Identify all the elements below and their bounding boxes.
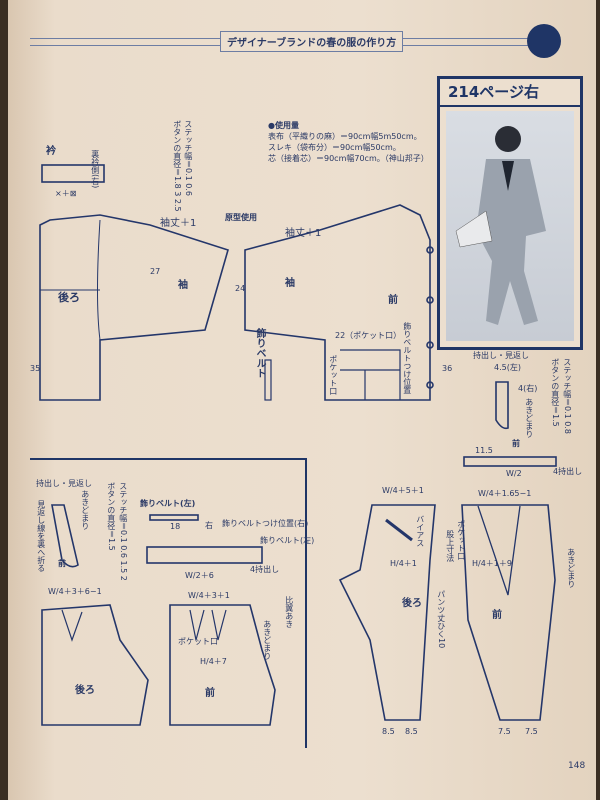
page-number: 148 [568, 761, 586, 771]
photo-panel: 214ページ右 [437, 76, 583, 350]
rise-label: 股上寸法 [445, 530, 455, 562]
sleeve-label: 袖 [285, 278, 295, 289]
pocket-label: ポケット口 [328, 355, 338, 395]
stop-label: あきどまり [80, 490, 90, 530]
front-waist-label: W/4＋1.65−1 [478, 489, 532, 498]
placket-title: 持出し・見返し [473, 351, 529, 360]
belt-position-label: 飾りベルトつけ位置 [402, 322, 412, 394]
materials-line: 表布（平織りの麻）＝90cm幅5m50cm。 [268, 132, 422, 141]
length-label: パンツ丈ひく10 [436, 590, 446, 649]
hip-label: H/4＋7 [200, 657, 227, 666]
photo-title: 214ページ右 [440, 79, 580, 107]
collar-width: ×＋⊠ [55, 189, 77, 198]
materials-line: スレキ（袋布分）＝90cm幅50cm。 [268, 143, 401, 152]
front-hip-label: H/4＋1＋9 [472, 559, 512, 568]
belt-left-label: 飾りベルト(左) [140, 499, 196, 508]
rabbit-logo-icon [527, 24, 561, 58]
stop-label: あきどまり [524, 398, 534, 438]
placket-right: 4(右) [518, 384, 538, 393]
measure: 24 [235, 284, 246, 293]
button-note: ボタンの直径＝1.8 3 2.5 [172, 120, 182, 212]
front-label: 前 [205, 688, 215, 699]
back-waist-label: W/4＋5＋1 [382, 486, 424, 495]
measure: 7.5 [525, 727, 538, 736]
extension-label: 4持出し [553, 467, 583, 476]
placket-title: 持出し・見返し [36, 479, 92, 488]
measure: 8.5 [382, 727, 395, 736]
belt-left-label: 飾りベルト(左) [260, 536, 315, 545]
measure: 18 [170, 522, 181, 531]
button-note: ボタンの直径＝1.5 [106, 482, 116, 551]
stop-label: あきどまり [566, 548, 576, 588]
bias-label: バイアス [415, 515, 425, 547]
sleeve-label: 袖 [178, 280, 188, 291]
back-label: 後ろ [402, 598, 422, 609]
base-pattern-label: 原型使用 [225, 213, 257, 222]
fold-note: 見返し線を裏へ折る [36, 500, 46, 572]
measure: 36 [442, 364, 453, 373]
front-label: 前 [388, 295, 398, 306]
extension-label: 4持出し [250, 565, 280, 574]
measure: 35 [30, 364, 41, 373]
fly-label: 比翼あき [284, 596, 294, 628]
collar-note: 裏衿側(右) [90, 150, 100, 189]
stitch-note: ステッチ幅＝0.1 0.6 [183, 120, 193, 196]
materials-heading: ●使用量 [268, 121, 299, 130]
back-waist-label: W/4＋3＋6−1 [48, 587, 102, 596]
pocket-label: ポケット口 [456, 520, 466, 560]
front-label: 前 [58, 559, 66, 568]
collar-label: 衿 [46, 146, 56, 157]
back-label: 後ろ [58, 291, 80, 304]
back-label: 後ろ [75, 685, 95, 696]
model-photo [446, 111, 574, 341]
stop-label: あきどまり [262, 620, 272, 660]
button-note: ボタンの直径＝1.5 [550, 358, 560, 427]
pocket-opening: 22（ポケット口） [335, 331, 402, 340]
placket-left: 4.5(左) [494, 363, 521, 372]
stitch-note: ステッチ幅＝0.1 0.8 [562, 358, 572, 434]
page-header-title: デザイナーブランドの春の服の作り方 [220, 31, 404, 52]
section-divider [30, 458, 306, 460]
sleeve-length-label: 袖丈＋1 [160, 218, 197, 229]
measure: 7.5 [498, 727, 511, 736]
stitch-note: ステッチ幅＝0.1 0.6 1.5 2 [118, 482, 128, 581]
front-label: 前 [512, 439, 520, 448]
measure: 8.5 [405, 727, 418, 736]
materials-line: 芯（接着芯）＝90cm幅70cm。（神山邦子） [268, 154, 429, 163]
belt-label: 飾りベルト [254, 328, 265, 378]
section-divider [305, 458, 307, 748]
measure: 11.5 [475, 446, 493, 455]
waistband-label: W/2＋6 [185, 571, 214, 580]
front-label: 前 [492, 610, 502, 621]
front-waist-label: W/4＋3＋1 [188, 591, 230, 600]
sleeve-length-label: 袖丈＋1 [285, 228, 322, 239]
pocket-label: ポケット口 [178, 637, 218, 646]
right-label: 右 [205, 521, 213, 530]
waist-label: W/2 [506, 469, 522, 478]
measure: 27 [150, 267, 161, 276]
back-hip-label: H/4＋1 [390, 559, 417, 568]
belt-position-label: 飾りベルトつけ位置(右) [222, 519, 309, 528]
